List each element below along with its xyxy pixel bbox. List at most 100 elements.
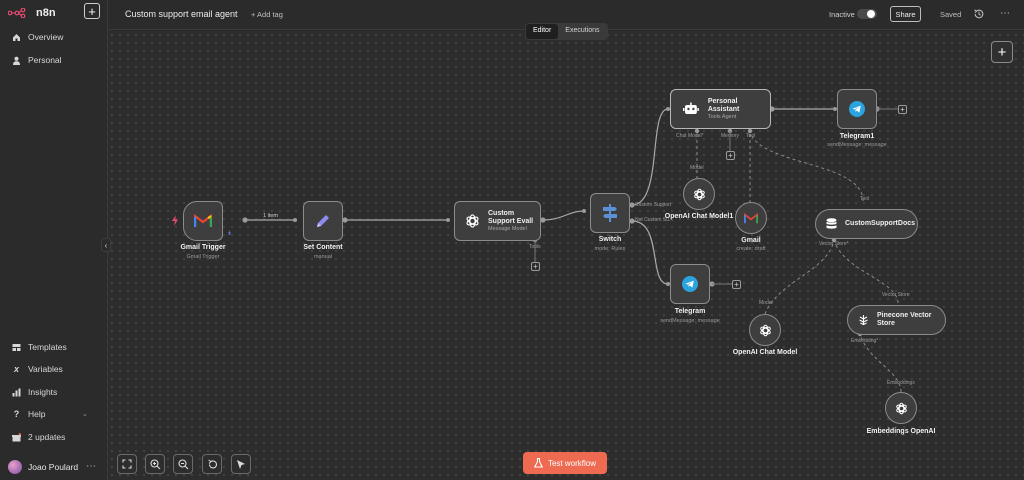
more-icon[interactable]: ⋯ xyxy=(86,461,96,472)
node-switch[interactable] xyxy=(590,193,630,233)
connections-layer: 1 item xyxy=(242,106,902,393)
collapse-sidebar-button[interactable]: ‹ xyxy=(101,238,111,252)
port-dot xyxy=(540,217,546,223)
node-subtitle: Message Model xyxy=(488,226,527,233)
zoom-in-button[interactable] xyxy=(145,454,165,474)
brand[interactable]: n8n xyxy=(8,4,56,22)
port-dot xyxy=(342,217,348,223)
node-title: Gmail Trigger xyxy=(180,244,226,251)
node-subtitle: manual xyxy=(313,254,333,260)
node-embeddings-openai[interactable] xyxy=(885,392,917,424)
node-title: OpenAI Chat Model1 xyxy=(664,213,734,220)
zoom-in-icon xyxy=(149,458,160,469)
connection-switch-to-telegram xyxy=(631,220,669,285)
node-personal-assistant[interactable]: Personal Assistant Tools Agent xyxy=(670,89,771,129)
connection-switch-to-assistant xyxy=(631,108,669,206)
port-label: Embedding* xyxy=(851,338,879,344)
avatar xyxy=(8,460,22,474)
node-openai-chat-model1[interactable] xyxy=(683,178,715,210)
port-label: Vector Store* xyxy=(819,241,849,247)
workflow-title[interactable]: Custom support email agent xyxy=(125,9,238,19)
add-tag-button[interactable]: + Add tag xyxy=(251,10,283,19)
user-menu[interactable]: Joao Poulard xyxy=(8,458,78,476)
port-label: Chat Model* xyxy=(676,133,704,139)
node-telegram[interactable] xyxy=(670,264,710,304)
sidebar-item-label: 2 updates xyxy=(28,432,66,442)
node-pinecone-vector-store[interactable]: Pinecone Vector Store xyxy=(847,305,946,335)
node-title: Telegram xyxy=(674,308,706,315)
node-subtitle: sendMessage: message xyxy=(660,318,720,324)
sidebar-item-label: Overview xyxy=(28,32,64,42)
add-tool-button[interactable]: + xyxy=(531,262,540,271)
brand-name: n8n xyxy=(36,7,56,19)
chevron-left-icon: ‹ xyxy=(104,240,108,250)
gmail-icon xyxy=(194,214,212,227)
sidebar-item-templates[interactable]: Templates xyxy=(12,340,67,354)
port-dot xyxy=(694,128,700,134)
fit-view-button[interactable] xyxy=(117,454,137,474)
sidebar-item-updates[interactable]: 2 updates xyxy=(12,430,65,444)
node-title: CustomSupportDocs xyxy=(845,219,915,227)
switch-signpost-icon xyxy=(603,204,617,222)
trigger-bolt-icon xyxy=(172,215,178,226)
add-memory-button[interactable]: + xyxy=(726,151,735,160)
node-openai-chat-model[interactable] xyxy=(749,314,781,346)
node-title: Switch xyxy=(598,236,622,243)
add-next-node-button[interactable]: + xyxy=(732,280,741,289)
tab-executions[interactable]: Executions xyxy=(565,27,600,34)
node-title: OpenAI Chat Model xyxy=(732,349,798,356)
port-dot xyxy=(747,128,753,134)
node-custom-support-docs[interactable]: CustomSupportDocs xyxy=(815,209,918,239)
item-count-text: 1 item xyxy=(263,213,278,219)
node-subtitle: mode: Rules xyxy=(594,246,626,252)
node-title: Pinecone Vector Store xyxy=(877,311,932,327)
sidebar-item-insights[interactable]: Insights xyxy=(12,385,57,399)
node-telegram1[interactable] xyxy=(837,89,877,129)
zoom-out-button[interactable] xyxy=(173,454,193,474)
port-dot xyxy=(666,282,670,286)
undo-icon xyxy=(207,459,217,468)
node-title: Telegram1 xyxy=(839,133,875,140)
sidebar-item-personal[interactable]: Personal xyxy=(12,53,62,67)
tidy-up-button[interactable] xyxy=(231,454,251,474)
connection-eval-to-switch xyxy=(542,210,585,221)
openai-icon xyxy=(693,188,705,200)
node-title: Custom Support Evall xyxy=(488,209,534,225)
port-label: Tools xyxy=(529,244,541,250)
item-count-label: 1 item xyxy=(263,213,278,219)
saved-status: Saved xyxy=(940,10,962,19)
node-gmail[interactable] xyxy=(735,202,767,234)
test-workflow-button[interactable]: Test workflow xyxy=(523,452,607,474)
sidebar-item-help[interactable]: ? Help ⌄ xyxy=(12,407,88,421)
add-next-node-button[interactable]: + xyxy=(898,105,907,114)
workflow-canvas[interactable]: 1 item ↡ Gmail Trigger Gmail Trigger Set… xyxy=(108,31,1024,480)
sidebar-item-overview[interactable]: Overview xyxy=(12,30,63,44)
port-label: Not Custom Su... xyxy=(635,217,674,223)
sidebar-item-variables[interactable]: x Variables xyxy=(12,362,63,376)
sidebar: n8n + Overview Personal Templates x Vari… xyxy=(0,0,108,480)
port-label: Tool xyxy=(860,196,870,202)
node-subtitle: Tools Agent xyxy=(707,114,737,121)
help-icon: ? xyxy=(13,409,20,419)
port-dot xyxy=(629,202,635,208)
sidebar-item-label: Personal xyxy=(28,55,62,65)
undo-button[interactable] xyxy=(202,454,222,474)
history-icon[interactable] xyxy=(973,8,985,20)
new-button[interactable]: + xyxy=(84,3,100,19)
sidebar-item-label: Templates xyxy=(28,342,67,352)
node-set-content[interactable] xyxy=(303,201,343,241)
node-subtitle: create: draft xyxy=(736,246,766,252)
node-title: Set Content xyxy=(303,244,343,251)
active-toggle[interactable] xyxy=(857,9,877,19)
node-custom-support-eval[interactable]: Custom Support Evall Message Model xyxy=(454,201,541,241)
test-workflow-label: Test workflow xyxy=(547,458,596,468)
tab-editor[interactable]: Editor xyxy=(526,24,559,39)
sidebar-item-label: Insights xyxy=(28,387,58,397)
node-gmail-trigger[interactable] xyxy=(183,201,223,241)
port-label: Embeddings xyxy=(887,380,915,386)
add-node-button[interactable]: + xyxy=(991,41,1013,63)
port-dot xyxy=(629,218,635,224)
more-options-icon[interactable]: ⋯ xyxy=(1000,8,1010,19)
share-button[interactable]: Share xyxy=(890,6,921,22)
openai-icon xyxy=(895,402,907,414)
